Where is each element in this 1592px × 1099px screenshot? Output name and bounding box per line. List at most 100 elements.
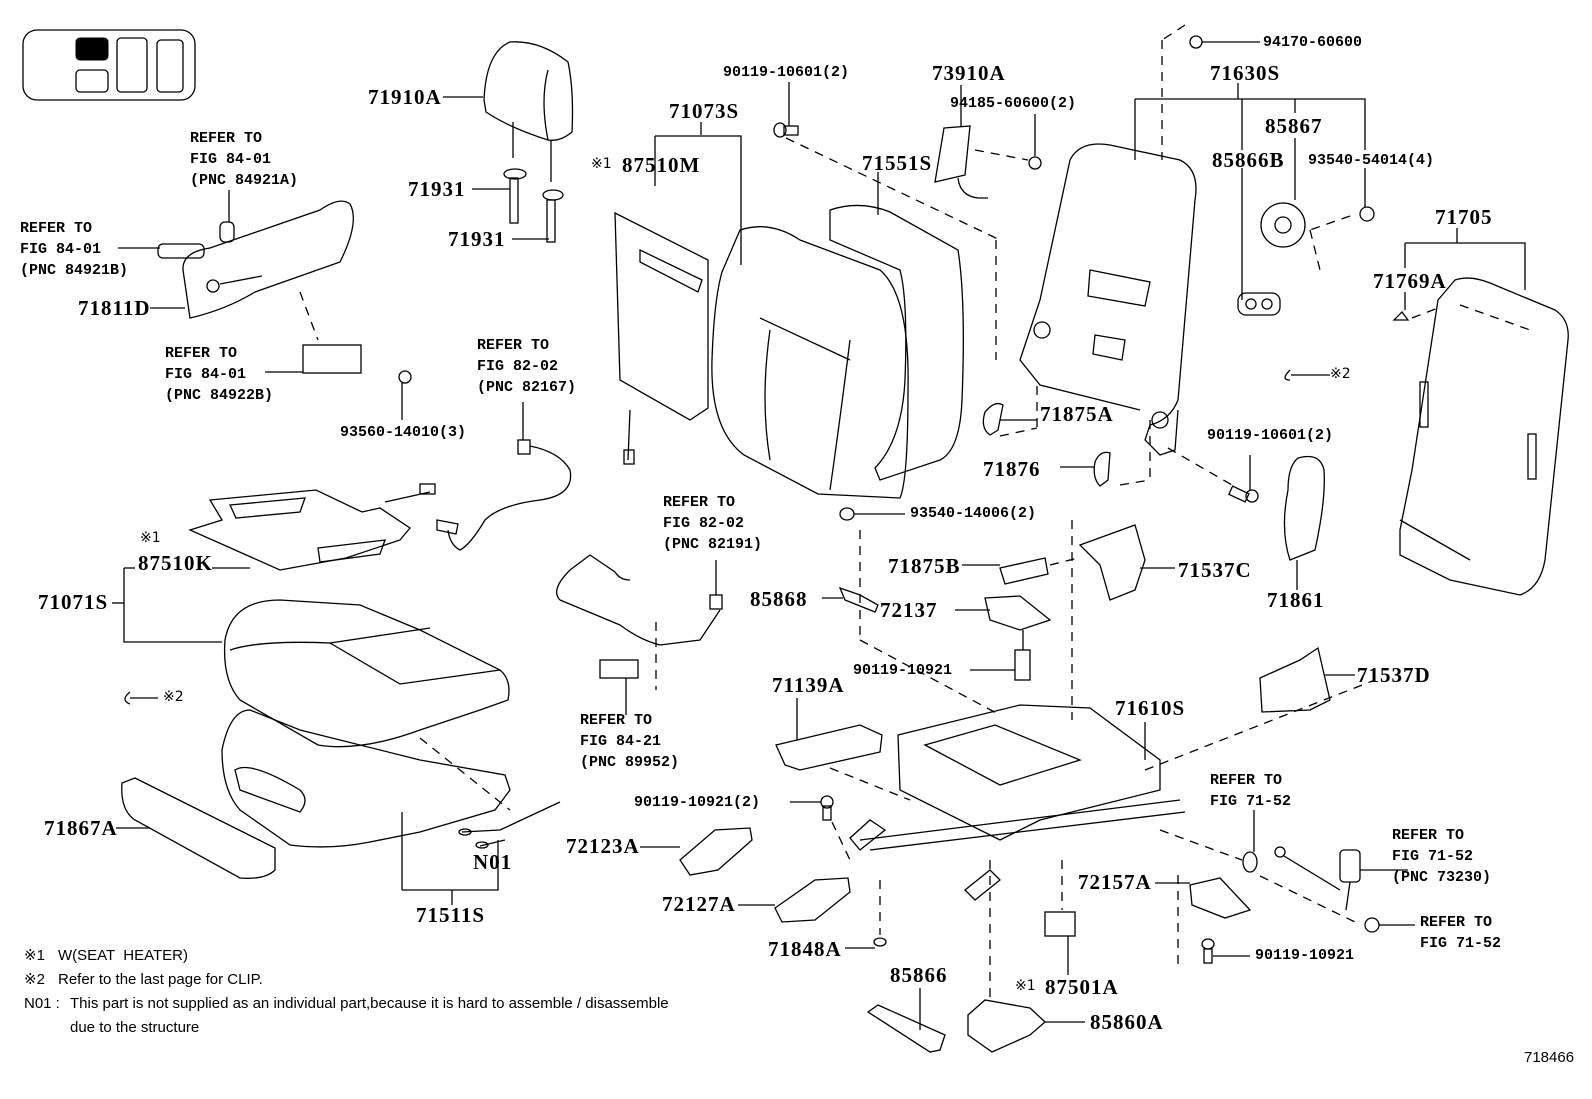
part-label-71910A[interactable]: 71910A [368,85,442,109]
part-label-72157A[interactable]: 72157A [1078,870,1152,894]
screw-part [1309,206,1375,231]
part-label-71073S[interactable]: 71073S [669,99,740,123]
part-label-85866B[interactable]: 85866B [1212,148,1285,172]
note-mark: ※1 [24,947,45,964]
illustration-number: 718466 [1524,1049,1575,1066]
part-label-71931[interactable]: 71931 [448,227,506,251]
headrest-support-part [472,168,564,243]
part-label-71931[interactable]: 71931 [408,177,466,201]
reference-fig-71-52[interactable]: REFER TO FIG 71-52 [1420,914,1502,952]
headrest-part [443,41,574,182]
heater-sensor-part [1044,860,1076,975]
part-label-90119-10601[interactable]: 90119-10601(2) [1207,427,1334,444]
note-marker-1: ※1 [1015,978,1036,994]
note-marker-1: ※1 [591,156,612,172]
reference-fig-84-01-pnc-84921A[interactable]: REFER TO FIG 84-01 (PNC 84921A) [190,130,299,189]
part-label-90119-10921[interactable]: 90119-10921 [853,662,953,679]
part-label-71875A[interactable]: 71875A [1040,402,1114,426]
part-label-71875B[interactable]: 71875B [888,554,961,578]
airbag-module-part [934,85,1042,199]
part-label-85860A[interactable]: 85860A [1090,1010,1164,1034]
part-label-71705[interactable]: 71705 [1435,205,1493,229]
reference-fig-82-02-pnc-82191[interactable]: REFER TO FIG 82-02 (PNC 82191) [663,494,763,553]
clip-part [1284,369,1330,381]
part-label-71861[interactable]: 71861 [1267,588,1325,612]
part-label-87510M[interactable]: 87510M [622,153,701,177]
reference-fig-82-02-pnc-82167[interactable]: REFER TO FIG 82-02 (PNC 82167) [477,337,577,396]
recliner-cover-part [982,386,1151,487]
lumbar-motor-part [1260,202,1321,271]
seat-cushion-cover-part [223,599,510,748]
part-label-94185-60600[interactable]: 94185-60600(2) [950,95,1077,112]
leader-71630S [1134,83,1366,300]
part-label-71610S[interactable]: 71610S [1115,696,1186,720]
track-end-cover-part [640,827,851,923]
wire-harness-part [556,554,723,715]
part-label-93540-14006[interactable]: 93540-14006(2) [910,505,1037,522]
part-label-87501A[interactable]: 87501A [1045,975,1119,999]
note-text: This part is not supplied as an individu… [70,995,669,1036]
screw-part [845,880,887,949]
reference-fig-84-21-pnc-89952[interactable]: REFER TO FIG 84-21 (PNC 89952) [580,712,680,771]
part-label-93540-54014[interactable]: 93540-54014(4) [1308,152,1435,169]
seat-locator-icon [22,29,196,101]
leader-71071S [112,567,222,643]
track-cover-part [955,520,1175,720]
note-row: ※1 W(SEAT HEATER) [24,944,669,968]
part-label-71769A[interactable]: 71769A [1373,269,1447,293]
part-label-90119-10921-2[interactable]: 90119-10921(2) [634,794,761,811]
part-label-90119-10921[interactable]: 90119-10921 [1255,947,1355,964]
part-label-71537C[interactable]: 71537C [1178,558,1252,582]
clip-part [124,691,158,705]
note-marker-2: ※2 [163,689,184,705]
part-label-71630S[interactable]: 71630S [1210,61,1281,85]
part-label-85866[interactable]: 85866 [890,963,948,987]
note-marker-1: ※1 [140,530,161,546]
note-mark: N01 : [24,995,60,1012]
cushion-heater-part [188,483,436,571]
nut-part [1189,35,1260,49]
bolt-part [773,82,799,138]
part-label-71811D[interactable]: 71811D [78,296,151,320]
part-label-71537D[interactable]: 71537D [1357,663,1431,687]
reference-fig-84-01-pnc-84922B[interactable]: REFER TO FIG 84-01 (PNC 84922B) [165,345,274,404]
track-cover-part [1155,875,1252,970]
reference-fig-71-52-pnc-73230[interactable]: REFER TO FIG 71-52 (PNC 73230) [1392,827,1492,886]
note-mark: ※2 [24,971,45,988]
part-label-87510K[interactable]: 87510K [138,551,213,575]
part-label-71511S[interactable]: 71511S [416,903,486,927]
note-text: Refer to the last page for CLIP. [58,971,263,988]
lumbar-switch-part [1237,292,1281,316]
part-label-71867A[interactable]: 71867A [44,816,118,840]
part-label-90119-10601[interactable]: 90119-10601(2) [723,64,850,81]
part-label-71551S[interactable]: 71551S [862,151,933,175]
part-label-72123A[interactable]: 72123A [566,834,640,858]
part-label-93560-14010[interactable]: 93560-14010(3) [340,424,467,441]
seat-ecu-part [866,988,1085,1053]
part-label-72137[interactable]: 72137 [880,598,938,622]
seat-cushion-pad-part [221,709,511,905]
part-label-85868[interactable]: 85868 [750,587,808,611]
seatback-board-part [1392,228,1569,596]
recliner-shield-part [1283,455,1325,590]
part-label-85867[interactable]: 85867 [1265,114,1323,138]
part-label-94170-60600[interactable]: 94170-60600 [1263,34,1363,51]
part-label-71071S[interactable]: 71071S [38,590,109,614]
notes-block: ※1 W(SEAT HEATER) ※2 Refer to the last p… [24,944,669,1040]
note-row: N01 : This part is not supplied as an in… [24,992,669,1040]
part-label-71139A[interactable]: 71139A [772,673,845,697]
reference-fig-84-01-pnc-84921B[interactable]: REFER TO FIG 84-01 (PNC 84921B) [20,220,129,279]
leader-71073S [654,122,742,265]
track-cover-part [1144,646,1376,771]
bolt-part [1201,938,1250,964]
wire-harness-part [436,402,572,551]
bolt-part [790,795,851,861]
part-label-71848A[interactable]: 71848A [768,937,842,961]
reference-fig-71-52[interactable]: REFER TO FIG 71-52 [1210,772,1292,810]
part-label-73910A[interactable]: 73910A [932,61,1006,85]
part-label-N01[interactable]: N01 [473,850,513,874]
seat-switch-part [265,344,412,420]
part-label-72127A[interactable]: 72127A [662,892,736,916]
part-label-71876[interactable]: 71876 [983,457,1041,481]
